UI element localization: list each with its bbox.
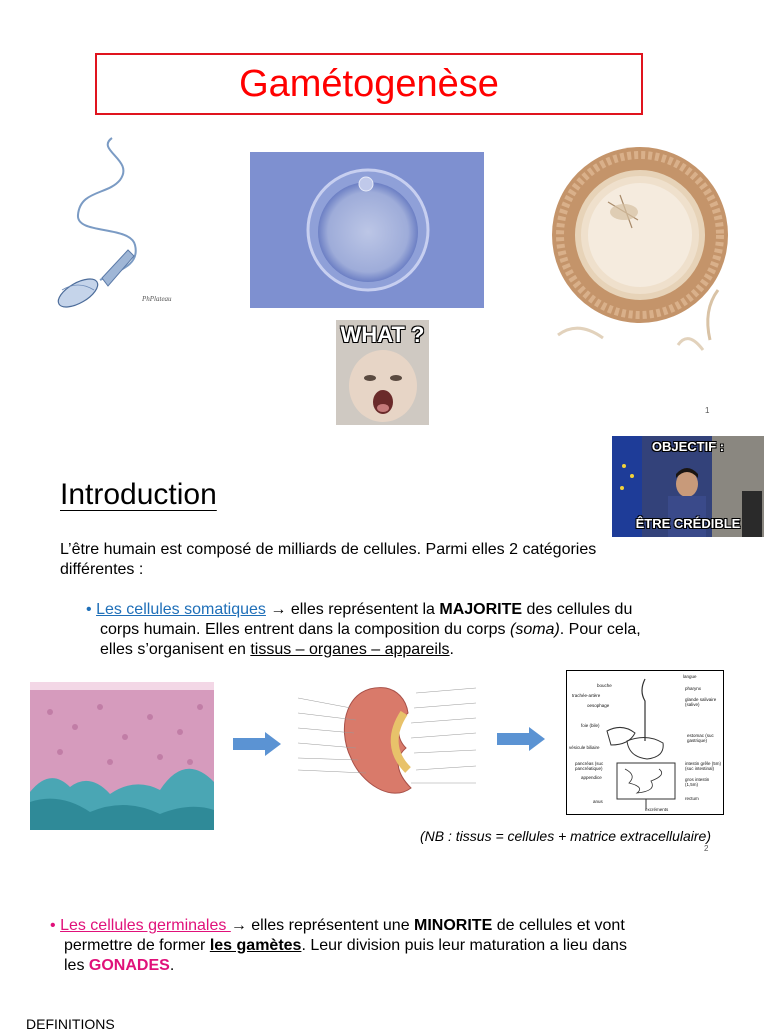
what-meme-caption: WHAT ? bbox=[340, 322, 425, 347]
diagram-label: rectum bbox=[685, 796, 699, 801]
minorite-word: MINORITE bbox=[414, 917, 493, 934]
somatic-text-3: corps humain. Elles entrent dans la comp… bbox=[100, 621, 510, 638]
diagram-label: trachée-artère bbox=[572, 693, 601, 698]
sperm-illustration: PhPlateau bbox=[40, 130, 190, 310]
somatic-text-4: . Pour cela, bbox=[559, 621, 641, 638]
germinal-bullet: • Les cellules germinales → elles représ… bbox=[50, 916, 750, 976]
digestive-system-diagram: langue bouche pharynx trachée-artère gla… bbox=[566, 670, 724, 815]
arrow-right-icon bbox=[233, 732, 281, 761]
gonades-word: GONADES bbox=[88, 957, 170, 974]
diagram-label: langue bbox=[683, 674, 697, 679]
digestive-labels: langue bouche pharynx trachée-artère gla… bbox=[567, 671, 723, 814]
bullet-dot: • bbox=[86, 601, 92, 618]
germinal-text-3: permettre de former bbox=[64, 937, 210, 954]
title-box: Gamétogenèse bbox=[95, 53, 643, 115]
objectif-meme-top: OBJECTIF : bbox=[651, 439, 725, 454]
objectif-meme-image: OBJECTIF : ÊTRE CRÉDIBLE bbox=[612, 436, 764, 537]
diagram-label: anus bbox=[593, 799, 603, 804]
somatic-text-5: elles s’organisent en bbox=[100, 641, 251, 658]
diagram-label: intestin grêle (5m) (suc intestinal) bbox=[685, 761, 722, 771]
somatic-text-2: des cellules du bbox=[522, 601, 633, 618]
intro-paragraph: L’être humain est composé de milliards d… bbox=[60, 540, 740, 580]
somatic-bullet: • Les cellules somatiques → elles représ… bbox=[86, 600, 746, 660]
somatic-text-6: . bbox=[449, 641, 454, 658]
germinal-text-6: . bbox=[169, 957, 175, 974]
gametes-word: les gamètes bbox=[209, 937, 302, 954]
tissus-organes-appareils: tissus – organes – appareils bbox=[250, 641, 450, 658]
arrow-icon: → bbox=[270, 601, 287, 618]
diagram-label: glande salivaire (salive) bbox=[685, 697, 717, 707]
what-meme-image: WHAT ? bbox=[336, 320, 429, 425]
soma-word: (soma) bbox=[510, 621, 560, 638]
ovum-illustration bbox=[528, 140, 748, 365]
arrow-right-icon bbox=[497, 727, 545, 756]
slide-number-2: 2 bbox=[704, 844, 709, 853]
slide-number-1: 1 bbox=[705, 406, 710, 415]
intro-line-1: L’être humain est composé de milliards d… bbox=[60, 541, 597, 558]
nb-note: (NB : tissus = cellules + matrice extrac… bbox=[420, 828, 711, 844]
majorite-word: MAJORITE bbox=[439, 601, 523, 618]
germinal-text-5: les bbox=[64, 957, 89, 974]
diagram-label: vésicule biliaire bbox=[569, 745, 600, 750]
arrow-icon: → bbox=[230, 917, 247, 934]
somatic-text-1: elles représentent la bbox=[286, 601, 440, 618]
diagram-label: foie (bile) bbox=[581, 723, 600, 728]
diagram-label: pancréas (suc pancréatique) bbox=[575, 761, 604, 771]
illustration-signature: PhPlateau bbox=[142, 295, 172, 303]
tissue-micrograph bbox=[30, 682, 214, 830]
diagram-label: bouche bbox=[597, 683, 612, 688]
germinal-text-4: . Leur division puis leur maturation a l… bbox=[301, 937, 627, 954]
germinal-text-2: de cellules et vont bbox=[492, 917, 625, 934]
diagram-label: estomac (suc gastrique) bbox=[687, 733, 714, 743]
diagram-label: gros intestin (1,5m) bbox=[685, 777, 710, 787]
bullet-dot: • bbox=[50, 917, 56, 934]
germinal-cells-label: Les cellules germinales bbox=[60, 917, 231, 934]
diagram-label: appendice bbox=[581, 775, 602, 780]
section-heading: Introduction bbox=[60, 478, 217, 511]
kidney-diagram bbox=[296, 678, 478, 808]
objectif-meme-bottom: ÊTRE CRÉDIBLE bbox=[635, 516, 741, 531]
germinal-text-1: elles représentent une bbox=[246, 917, 415, 934]
intro-line-2: différentes : bbox=[60, 561, 144, 578]
somatic-cells-label: Les cellules somatiques bbox=[96, 601, 266, 618]
page-title: Gamétogenèse bbox=[239, 62, 499, 105]
oocyte-micrograph bbox=[250, 152, 484, 308]
definitions-heading: DEFINITIONS bbox=[26, 1016, 115, 1032]
diagram-label: pharynx bbox=[685, 686, 702, 691]
diagram-label: excréments bbox=[645, 807, 669, 812]
diagram-label: oesophage bbox=[587, 703, 610, 708]
